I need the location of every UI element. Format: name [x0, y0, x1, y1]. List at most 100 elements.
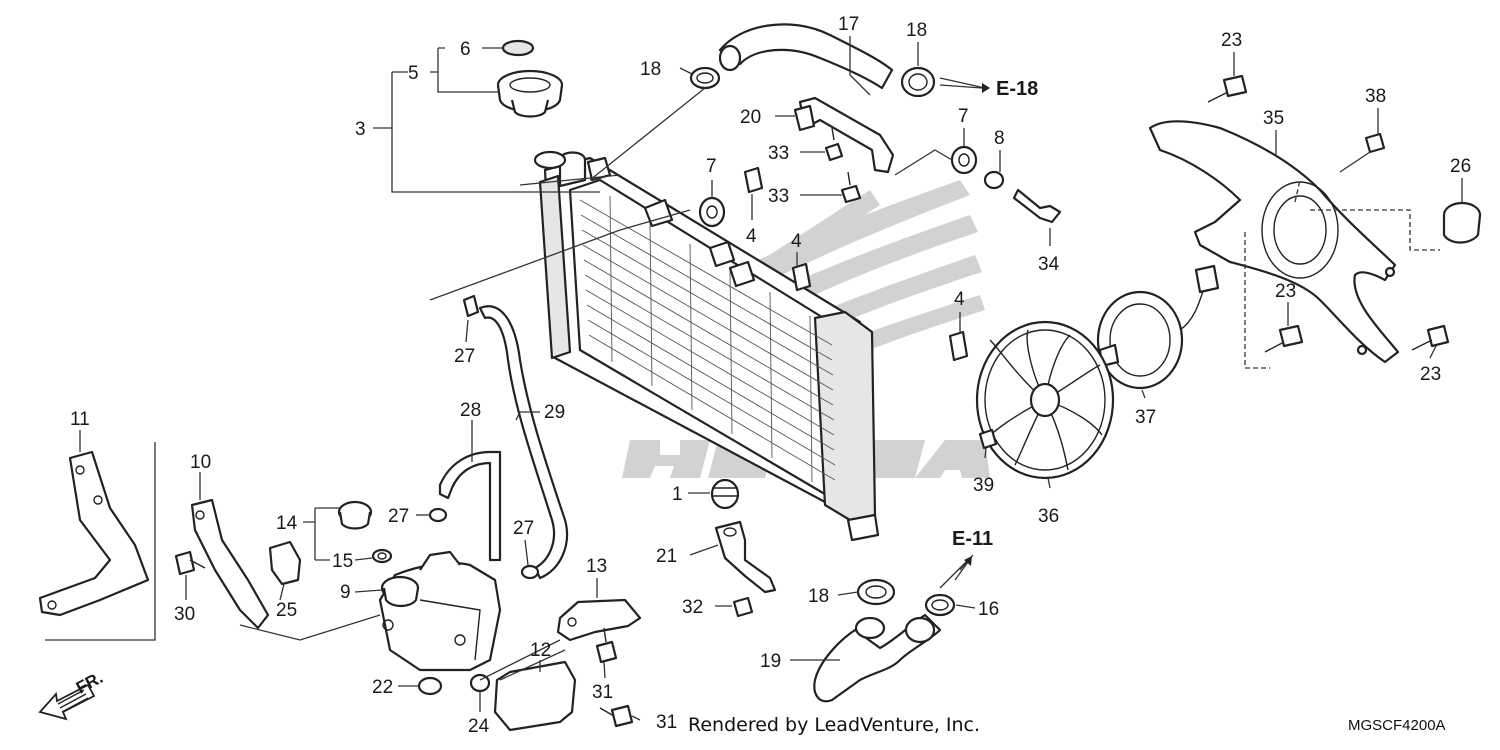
callout-16[interactable]: 16 — [978, 599, 999, 620]
callout-23-top[interactable]: 23 — [1221, 30, 1242, 51]
clip-27-b[interactable] — [428, 507, 448, 523]
clip-27-a[interactable] — [462, 294, 480, 318]
reserve-tank[interactable] — [378, 550, 502, 672]
ref-e11-label[interactable]: E-11 — [952, 528, 993, 550]
reserve-tank-cap[interactable] — [380, 575, 420, 608]
bolt-31-lower[interactable] — [599, 704, 634, 728]
radiator[interactable] — [533, 150, 880, 542]
clip-4-a[interactable] — [743, 166, 764, 194]
callout-34[interactable]: 34 — [1038, 254, 1060, 275]
upper-hose[interactable] — [718, 23, 894, 90]
nut-39[interactable] — [978, 428, 998, 450]
callout-11[interactable]: 11 — [70, 409, 90, 430]
clip-4-b[interactable] — [791, 262, 812, 292]
callout-8[interactable]: 8 — [994, 128, 1005, 149]
bolt-34[interactable] — [1012, 188, 1062, 224]
cap-14[interactable] — [337, 500, 373, 530]
hose-29[interactable] — [478, 305, 569, 580]
callout-9[interactable]: 9 — [340, 582, 351, 603]
callout-31-upper[interactable]: 31 — [592, 682, 613, 703]
mount-rubber-1[interactable] — [710, 478, 740, 510]
callout-6[interactable]: 6 — [460, 39, 471, 60]
callout-38[interactable]: 38 — [1365, 86, 1386, 107]
callout-20[interactable]: 20 — [740, 107, 761, 128]
cap-seal[interactable] — [501, 39, 535, 57]
connector-26[interactable] — [1442, 201, 1482, 244]
callout-33-upper[interactable]: 33 — [768, 143, 789, 164]
cooling-fan[interactable] — [975, 320, 1115, 480]
callout-32[interactable]: 32 — [682, 597, 703, 618]
callout-22[interactable]: 22 — [372, 677, 393, 698]
callout-30[interactable]: 30 — [174, 604, 195, 625]
bracket-11[interactable] — [38, 450, 150, 617]
callout-7-right[interactable]: 7 — [958, 106, 969, 127]
callout-33-lower[interactable]: 33 — [768, 186, 789, 207]
lower-hose[interactable] — [813, 613, 942, 703]
bolt-30[interactable] — [174, 550, 206, 576]
grommet-22[interactable] — [417, 676, 443, 696]
hose-clamp-upper-left[interactable] — [689, 66, 721, 90]
bolt-23-right[interactable] — [1411, 324, 1450, 351]
bracket-13[interactable] — [556, 598, 642, 642]
callout-19[interactable]: 19 — [760, 651, 781, 672]
callout-13[interactable]: 13 — [586, 556, 607, 577]
hose-clamp-lower[interactable] — [856, 578, 896, 606]
callout-25[interactable]: 25 — [276, 600, 297, 621]
callout-23-mid[interactable]: 23 — [1275, 281, 1296, 302]
callout-14[interactable]: 14 — [276, 513, 298, 534]
callout-27-top[interactable]: 27 — [454, 346, 475, 367]
clip-27-c[interactable] — [520, 564, 540, 580]
callout-28[interactable]: 28 — [460, 400, 481, 421]
callout-31-lower[interactable]: 31 — [656, 712, 677, 733]
washer-15[interactable] — [371, 548, 393, 564]
fan-motor[interactable] — [1096, 264, 1220, 390]
hose-clamp-16[interactable] — [924, 593, 956, 617]
callout-5[interactable]: 5 — [408, 63, 419, 84]
bolt-23-top[interactable] — [1207, 74, 1248, 103]
hose-clamp-upper-right[interactable] — [900, 66, 936, 98]
bolt-31-upper[interactable] — [595, 627, 618, 664]
bracket-10[interactable] — [190, 498, 270, 630]
callout-15[interactable]: 15 — [332, 551, 353, 572]
callout-24[interactable]: 24 — [468, 716, 490, 737]
radiator-cap[interactable] — [496, 69, 564, 118]
callout-29[interactable]: 29 — [544, 402, 565, 423]
callout-4-b[interactable]: 4 — [791, 231, 802, 252]
hose-28[interactable] — [438, 450, 502, 562]
callout-21[interactable]: 21 — [656, 546, 677, 567]
collar-8[interactable] — [983, 170, 1005, 190]
callout-7-left[interactable]: 7 — [706, 156, 717, 177]
lower-bracket-21[interactable] — [714, 520, 777, 594]
bolt-23-mid[interactable] — [1264, 324, 1304, 353]
callout-3[interactable]: 3 — [355, 119, 366, 140]
callout-4-c[interactable]: 4 — [954, 289, 965, 310]
grommet-7-right[interactable] — [950, 145, 978, 175]
upper-bracket[interactable] — [793, 96, 895, 174]
callout-36[interactable]: 36 — [1038, 506, 1059, 527]
bolt-33-upper[interactable] — [824, 127, 844, 162]
clip-4-c[interactable] — [948, 330, 969, 362]
callout-39[interactable]: 39 — [973, 475, 994, 496]
callout-27-bottom[interactable]: 27 — [513, 518, 534, 539]
tank-cover-12[interactable] — [493, 660, 577, 732]
nut-38[interactable] — [1364, 132, 1386, 154]
bolt-33-lower[interactable] — [840, 171, 862, 204]
callout-18-top-left[interactable]: 18 — [640, 59, 661, 80]
callout-10[interactable]: 10 — [190, 452, 211, 473]
callout-37[interactable]: 37 — [1135, 407, 1156, 428]
clamp-25[interactable] — [268, 540, 302, 586]
callout-35[interactable]: 35 — [1263, 108, 1284, 129]
callout-1[interactable]: 1 — [672, 484, 683, 505]
bolt-32[interactable] — [732, 596, 754, 618]
callout-17[interactable]: 17 — [838, 14, 859, 35]
callout-12[interactable]: 12 — [530, 640, 551, 661]
fan-shroud[interactable] — [1148, 120, 1400, 364]
callout-23-right[interactable]: 23 — [1420, 364, 1441, 385]
ref-e18-label[interactable]: E-18 — [996, 78, 1038, 100]
callout-27-mid[interactable]: 27 — [388, 506, 409, 527]
callout-18-bottom[interactable]: 18 — [808, 586, 829, 607]
callout-26[interactable]: 26 — [1450, 156, 1471, 177]
callout-4-a[interactable]: 4 — [746, 226, 757, 247]
grommet-24[interactable] — [469, 673, 491, 693]
callout-18-top-right[interactable]: 18 — [906, 20, 927, 41]
